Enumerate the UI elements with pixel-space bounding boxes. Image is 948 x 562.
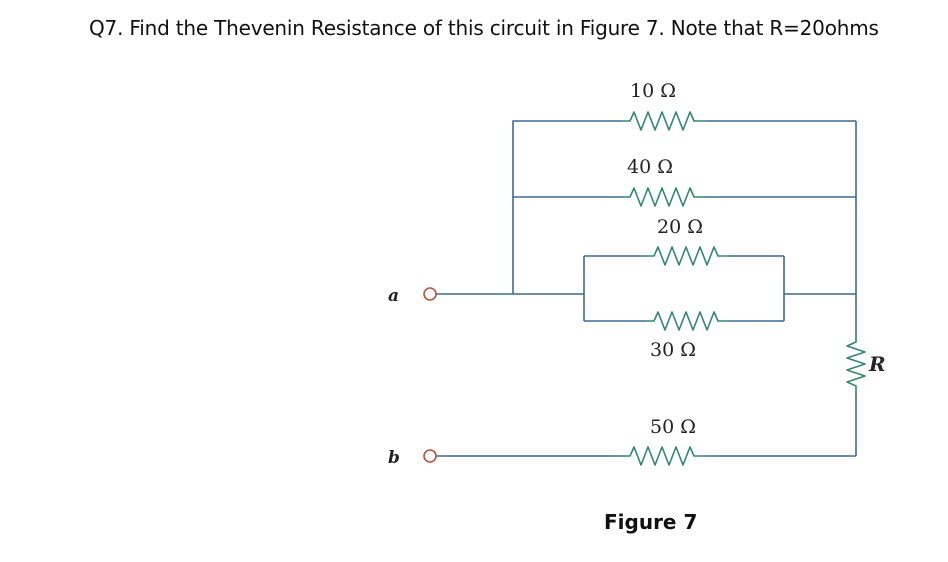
question-text: Q7. Find the Thevenin Resistance of this… — [89, 16, 879, 40]
terminal-b-label: b — [388, 448, 400, 468]
resistor-50-symbol — [622, 446, 706, 466]
resistor-20-symbol — [646, 246, 728, 266]
wire-top-branch — [512, 120, 622, 294]
resistors — [622, 111, 866, 466]
resistor-20-label: 20 Ω — [657, 216, 703, 238]
figure-caption: Figure 7 — [604, 510, 697, 534]
resistor-10-label: 10 Ω — [630, 80, 676, 102]
resistor-30-symbol — [646, 311, 728, 331]
resistor-50-label: 50 Ω — [650, 416, 696, 438]
terminal-a-circle — [423, 287, 437, 301]
resistor-10-symbol — [622, 111, 706, 131]
resistor-40-symbol — [622, 187, 706, 207]
wires — [436, 120, 857, 457]
terminal-b-circle — [423, 449, 437, 463]
resistor-R-symbol — [846, 336, 866, 392]
resistor-40-label: 40 Ω — [627, 156, 673, 178]
resistor-30-label: 30 Ω — [650, 339, 696, 361]
resistor-R-label: R — [868, 352, 886, 376]
terminal-a-label: a — [388, 286, 399, 306]
